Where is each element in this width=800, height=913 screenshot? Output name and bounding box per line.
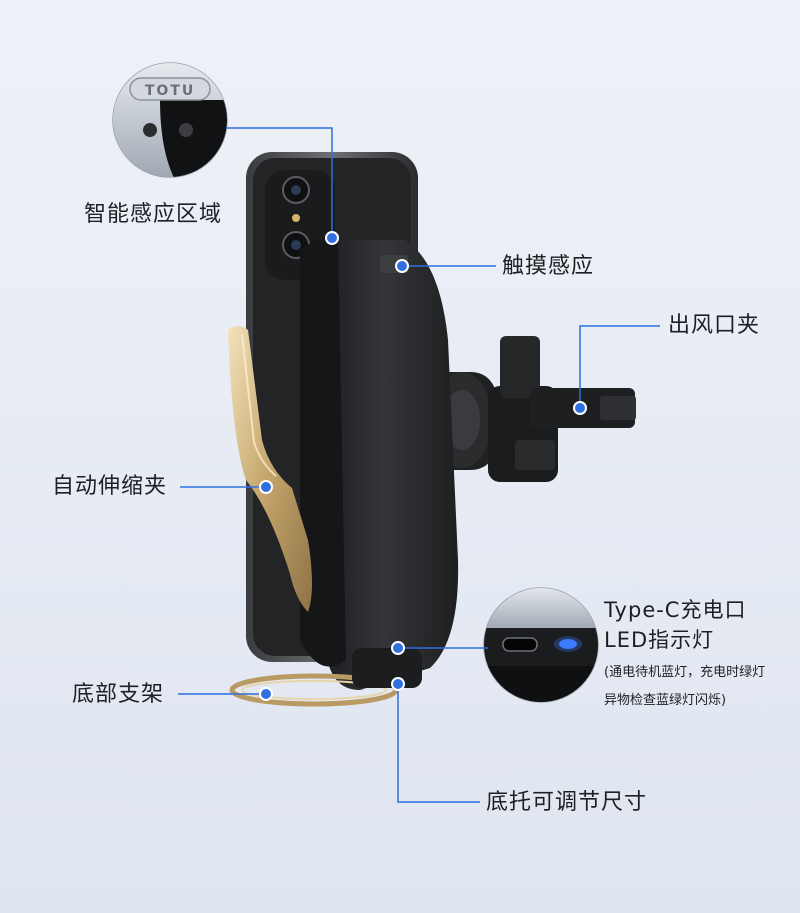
label-base-bracket: 底部支架 <box>72 682 165 707</box>
label-type-c: Type-C充电口 <box>604 598 747 622</box>
label-base-adjust: 底托可调节尺寸 <box>486 790 648 815</box>
label-auto-clamp: 自动伸缩夹 <box>52 474 168 499</box>
dot-auto-clamp <box>259 480 273 494</box>
label-vent-clip: 出风口夹 <box>668 313 761 338</box>
label-smart-sensor: 智能感应区域 <box>84 202 223 227</box>
brand-logo: TOTU <box>145 83 195 99</box>
dot-smart-sensor <box>325 231 339 245</box>
label-touch-sensor: 触摸感应 <box>502 254 595 279</box>
dot-base-bracket <box>259 687 273 701</box>
label-led-indicator: LED指示灯 <box>604 628 715 652</box>
holder-back <box>300 238 459 690</box>
label-led-note-1: (通电待机蓝灯，充电时绿灯 <box>604 665 766 680</box>
dot-vent-clip <box>573 401 587 415</box>
callout-dots <box>259 231 587 701</box>
base-bracket <box>229 648 422 707</box>
sensor-magnifier <box>112 62 228 178</box>
leader-vent-clip <box>579 325 660 408</box>
port-magnifier <box>483 587 599 703</box>
label-led-note-2: 异物检查蓝绿灯闪烁) <box>604 693 727 708</box>
dot-base-adjust <box>391 677 405 691</box>
leader-smart-sensor <box>226 127 333 238</box>
dot-type-c <box>391 641 405 655</box>
dot-touch-sensor <box>395 259 409 273</box>
leader-lines <box>178 127 660 803</box>
gold-clamp <box>228 326 312 612</box>
leader-base-adjust <box>397 684 480 803</box>
